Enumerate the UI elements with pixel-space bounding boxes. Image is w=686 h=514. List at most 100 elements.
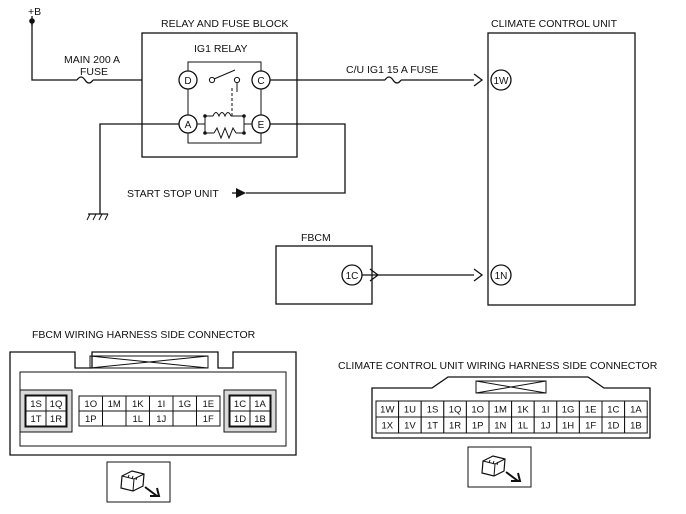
connector-pin-label: 1I (157, 399, 165, 410)
connector-pin-label: 1M (108, 399, 121, 410)
connector-pin-label: 1R (50, 414, 62, 425)
connector-pin-label: 1T (30, 414, 41, 425)
ig1-relay-outline (187, 61, 262, 144)
climate-control-unit-outline (487, 32, 636, 306)
connector-pin-label: 1K (517, 405, 529, 416)
connector-pin-label: 1P (472, 421, 484, 432)
terminal-d (178, 70, 198, 90)
fbcm-connector-view-icon (106, 461, 171, 503)
relay-switch-contacts (208, 69, 241, 92)
connector-pin-label: 1D (234, 414, 246, 425)
pin-1n (490, 264, 512, 286)
connector-pin-label: 1G (562, 405, 575, 416)
connector-pin-label: 1V (404, 421, 416, 432)
connector-pin-label: 1S (30, 399, 42, 410)
fbcm-connector-title: FBCM WIRING HARNESS SIDE CONNECTOR (32, 329, 256, 341)
connector-pin-label: 1R (449, 421, 461, 432)
power-supply-label: +B (28, 6, 41, 18)
cu-connector-view-icon (467, 446, 532, 488)
ground-circuit (86, 123, 179, 221)
connector-pin-label: 1Q (50, 399, 63, 410)
fbcm-module: FBCM 1C (275, 232, 484, 305)
connector-pin-label: 1J (540, 421, 550, 432)
connector-pin-label: 1P (85, 414, 97, 425)
main-fuse-label-line1: MAIN 200 A (64, 54, 120, 66)
connector-pin-label: 1F (585, 421, 596, 432)
start-stop-to-e-wire (246, 123, 346, 194)
cu-connector-pins: 1W 1U 1S 1Q 1O 1M 1K 1I 1G 1E 1C 1A 1X 1V 1T 1R 1P 1N 1L 1J… (375, 400, 648, 434)
connector-pin-cell (249, 410, 271, 427)
connector-pin-label: 1E (585, 405, 597, 416)
cu-connector-latch (475, 380, 547, 394)
connector-pin-label: 1A (630, 405, 642, 416)
fbcm-connector-pins: 1S 1Q 1T 1R 1C 1A 1D 1B 1O 1M 1K 1I 1G 1E 1P 1L 1J 1F (25, 395, 271, 427)
connector-blank-cell (102, 410, 127, 427)
terminal-e-label: E (258, 120, 265, 131)
connector-pin-label: 1A (254, 399, 266, 410)
connector-1w-symbol (473, 73, 484, 87)
relay-coil (197, 112, 252, 133)
relay-block-title: RELAY AND FUSE BLOCK (161, 18, 288, 30)
connector-pin-label: 1F (203, 414, 214, 425)
pin-1w-label: 1W (494, 76, 510, 87)
connector-pin-label: 1N (494, 421, 506, 432)
a-to-ground-wire (99, 123, 179, 214)
ig1-relay-label: IG1 RELAY (194, 43, 248, 55)
connector-pin-label: 1K (132, 399, 144, 410)
power-supply-b: +B (28, 6, 41, 26)
connector-pin-label: 1E (202, 399, 214, 410)
connector-pin-label: 1L (518, 421, 529, 432)
connector-pin-cell (45, 410, 67, 427)
connector-pin-label: 1O (471, 405, 484, 416)
fbcm-title: FBCM (301, 232, 331, 244)
terminal-d-label: D (184, 76, 191, 87)
cu-ig1-fuse-symbol (384, 76, 402, 84)
start-stop-unit-label: START STOP UNIT (127, 188, 219, 200)
cu-ig1-fuse-label: C/U IG1 15 A FUSE (346, 64, 438, 76)
pin-1n-label: 1N (495, 271, 508, 282)
connector-pin-label: 1Q (449, 405, 462, 416)
cu-connector: CLIMATE CONTROL UNIT WIRING HARNESS SIDE… (338, 360, 658, 488)
start-stop-unit-circuit: START STOP UNIT (127, 123, 346, 200)
connector-pin-label: 1U (404, 405, 416, 416)
connector-pin-label: 1B (630, 421, 642, 432)
climate-control-unit-title: CLIMATE CONTROL UNIT (491, 18, 618, 30)
connector-pin-label: 1J (156, 414, 166, 425)
relay-resistor (203, 126, 246, 140)
terminal-a-label: A (185, 120, 192, 131)
connector-pin-label: 1X (381, 421, 393, 432)
cu-connector-title: CLIMATE CONTROL UNIT WIRING HARNESS SIDE… (338, 360, 658, 372)
terminal-c-label: C (257, 76, 264, 87)
relay-and-fuse-block: RELAY AND FUSE BLOCK IG1 RELAY D C A E (141, 18, 298, 158)
connector-pin-cell (624, 416, 648, 434)
connector-pin-label: 1T (427, 421, 438, 432)
b-plus-wire (31, 21, 77, 81)
cu-ig1-fuse-circuit: C/U IG1 15 A FUSE (270, 64, 484, 87)
fbcm-connector-latch (89, 355, 209, 369)
main-fuse-label-line2: FUSE (80, 66, 108, 78)
connector-pin-label: 1G (178, 399, 191, 410)
pin-1w (490, 69, 512, 91)
pin-1c-label: 1C (346, 271, 359, 282)
connector-pin-label: 1B (254, 414, 266, 425)
connector-1n-symbol (473, 268, 484, 282)
ground-icon (86, 213, 109, 221)
connector-pin-label: 1O (84, 399, 97, 410)
connector-blank-cell (172, 410, 197, 427)
start-stop-arrow-icon (236, 188, 246, 198)
connector-pin-label: 1L (132, 414, 143, 425)
relay-block-outline (141, 32, 298, 158)
connector-pin-label: 1I (542, 405, 550, 416)
connector-pin-label: 1H (562, 421, 574, 432)
connector-pin-label: 1C (234, 399, 246, 410)
climate-control-unit: CLIMATE CONTROL UNIT 1W 1N (487, 18, 636, 306)
connector-pin-label: 1D (607, 421, 619, 432)
connector-pin-label: 1W (380, 405, 394, 416)
connector-pin-label: 1C (607, 405, 619, 416)
connector-pin-label: 1S (427, 405, 439, 416)
connector-pin-label: 1M (494, 405, 507, 416)
main-fuse-symbol (76, 76, 94, 84)
